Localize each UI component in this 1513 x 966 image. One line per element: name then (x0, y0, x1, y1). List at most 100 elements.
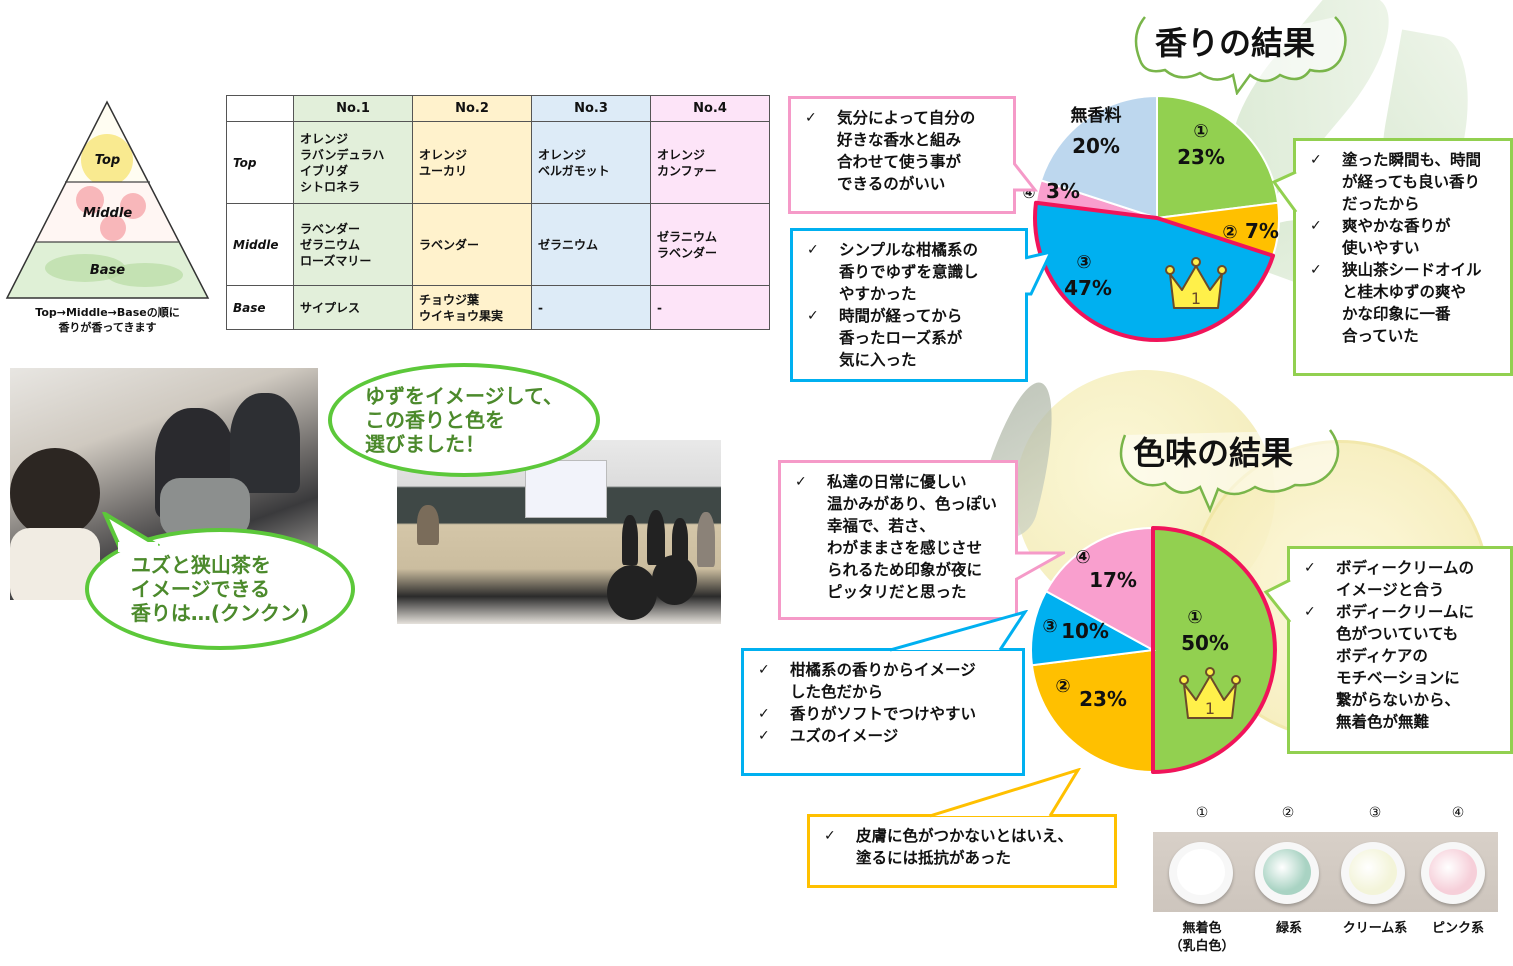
comment-item: ✓ 時間が経ってから香ったローズ系が気に入った (807, 307, 963, 369)
comment-pointer (1025, 250, 1054, 296)
table-cell: サイプレス (293, 285, 413, 330)
row-label-middle: Middle (226, 203, 294, 286)
color-comment-no3: ✓ 柑橘系の香りからイメージした色だから ✓ 香りがソフトでつけやすい ✓ ユズ… (741, 648, 1025, 776)
color-comment-no2: ✓ 皮膚に色がつかないとはいえ、塗るには抵抗があった (807, 814, 1117, 888)
check-icon: ✓ (758, 706, 770, 722)
scent-title-cloud (1134, 16, 1347, 95)
color-comment-no1: ✓ ボディークリームのイメージと合う ✓ ボディークリームに色がついていてもボデ… (1287, 546, 1513, 754)
comment-item: ✓ ボディークリームのイメージと合う (1304, 559, 1474, 599)
table-cell: - (650, 285, 770, 330)
table-cell: オレンジベルガモット (531, 121, 651, 204)
color-title-cloud (1119, 429, 1340, 514)
cream-label-3: クリーム系 (1342, 921, 1408, 936)
comment-pointer (890, 610, 1029, 652)
rose-icon (120, 193, 146, 219)
table-row: Base サイプレス チョウジ葉ウイキョウ果実 - - (226, 285, 770, 330)
check-icon: ✓ (1304, 604, 1316, 620)
scent-comment-no4: ✓ 気分によって自分の好きな香水と組み合わせて使う事ができるのがいい (788, 96, 1016, 214)
cream-color-4 (1429, 849, 1477, 895)
row-label-top: Top (226, 121, 294, 204)
pyramid-level-top: Top (94, 153, 121, 168)
pie-label-category: ① (1187, 607, 1202, 628)
cream-jar-3 (1341, 842, 1405, 904)
pie-slice-3 (1030, 589, 1157, 667)
speech-bubble-presentation: ゆずをイメージして、 この香りと色を 選びました！ (328, 363, 600, 477)
pyramid-level-middle: Middle (82, 206, 133, 221)
pie-highlight-outline (1151, 526, 1277, 774)
color-results-title: 色味の結果 (1133, 434, 1294, 472)
table-row: Top オレンジラバンデュラハイブリダシトロネラ オレンジユーカリ オレンジベル… (226, 121, 770, 204)
pyramid-level-base: Base (89, 263, 126, 278)
pie-highlight-outline (1033, 200, 1276, 342)
table-header-no1: No.1 (293, 95, 413, 122)
comment-item: ✓ ユズのイメージ (758, 727, 899, 745)
check-icon: ✓ (1310, 152, 1322, 168)
color-comment-no4: ✓ 私達の日常に優しい温かみがあり、色っぽい幸福で、若さ、わがままさを感じさせら… (778, 460, 1018, 620)
check-icon: ✓ (807, 242, 819, 258)
pie-label-value: 20% (1072, 134, 1120, 158)
scent-results-title: 香りの結果 (1155, 24, 1316, 62)
pie-label-category: ① (1193, 121, 1208, 142)
cream-number-3: ③ (1368, 805, 1382, 821)
comment-item: ✓ 香りがソフトでつけやすい (758, 705, 977, 723)
pyramid-caption: Top→Middle→Baseの順に 香りが香ってきます (35, 306, 180, 334)
cream-jar-4 (1421, 842, 1485, 904)
cream-color-1 (1177, 849, 1225, 895)
cream-number-4: ④ (1451, 805, 1465, 821)
table-header-empty (226, 95, 294, 122)
comment-item: ✓ 皮膚に色がつかないとはいえ、塗るには抵抗があった (824, 827, 1074, 867)
pie-label-category: ③ (1076, 252, 1091, 273)
comment-item: ✓ 爽やかな香りが使いやすい (1310, 217, 1451, 257)
comment-item: ✓ 柑橘系の香りからイメージした色だから (758, 661, 976, 701)
table-cell: ゼラニウムラベンダー (650, 203, 770, 286)
pyramid-graphic (5, 100, 210, 299)
lemon-icon (81, 134, 133, 186)
pie-label-category: 無香料 (1071, 105, 1122, 126)
comment-item: ✓ 塗った瞬間も、時間が経っても良い香りだったから (1310, 151, 1482, 213)
rose-icon (100, 215, 126, 241)
cream-number-2: ② (1281, 805, 1295, 821)
check-icon: ✓ (795, 474, 807, 490)
check-icon: ✓ (1310, 262, 1322, 278)
pie-label-value: 47% (1064, 276, 1112, 300)
comment-pointer (930, 768, 1081, 818)
comment-pointer (1272, 170, 1298, 213)
table-header-no3: No.3 (531, 95, 651, 122)
pie-label-category: ② (1055, 676, 1070, 697)
cream-number-1: ① (1195, 805, 1209, 821)
table-cell: オレンジユーカリ (412, 121, 532, 204)
table-cell: ラベンダー (412, 203, 532, 286)
table-header-no2: No.2 (412, 95, 532, 122)
pie-slice-5 (1039, 94, 1158, 220)
check-icon: ✓ (758, 662, 770, 678)
pie-label-value: 17% (1089, 568, 1137, 592)
comment-item: ✓ ボディークリームに色がついていてもボディケアのモチベーションに繋がらないから… (1304, 603, 1474, 731)
rose-icon (76, 186, 104, 214)
speech-bubble-tail (101, 512, 160, 552)
cream-jar-1 (1169, 842, 1233, 904)
table-header-no4: No.4 (650, 95, 770, 122)
pie-slice-1 (1156, 94, 1280, 220)
table-cell: ラベンダーゼラニウムローズマリー (293, 203, 413, 286)
comment-item: ✓ シンプルな柑橘系の香りでゆずを意識しやすかった (807, 241, 979, 303)
scent-comment-no3: ✓ シンプルな柑橘系の香りでゆずを意識しやすかった ✓ 時間が経ってから香ったロ… (790, 228, 1028, 382)
fragrance-pyramid: Top Middle Base (5, 100, 210, 300)
scent-comment-no1: ✓ 塗った瞬間も、時間が経っても良い香りだったから ✓ 爽やかな香りが使いやすい… (1293, 138, 1513, 376)
check-icon: ✓ (1310, 218, 1322, 234)
table-header-row: No.1 No.2 No.3 No.4 (226, 95, 770, 122)
table-cell: - (531, 285, 651, 330)
pie-label-category: ③ (1042, 616, 1057, 637)
pie-label-value: 23% (1177, 145, 1225, 169)
pie-label-value: 7% (1245, 219, 1279, 243)
row-label-base: Base (226, 285, 294, 330)
check-icon: ✓ (1304, 560, 1316, 576)
comment-item: ✓ 狭山茶シードオイルと桂木ゆずの爽やかな印象に一番合っていた (1310, 261, 1482, 345)
pie-label-value: 10% (1061, 619, 1109, 643)
pie-label-value: 3% (1046, 179, 1080, 203)
pie-slice-4 (1044, 526, 1154, 652)
cream-color-2 (1263, 849, 1311, 895)
comment-pointer (1013, 161, 1039, 192)
svg-text:1: 1 (1191, 289, 1201, 308)
